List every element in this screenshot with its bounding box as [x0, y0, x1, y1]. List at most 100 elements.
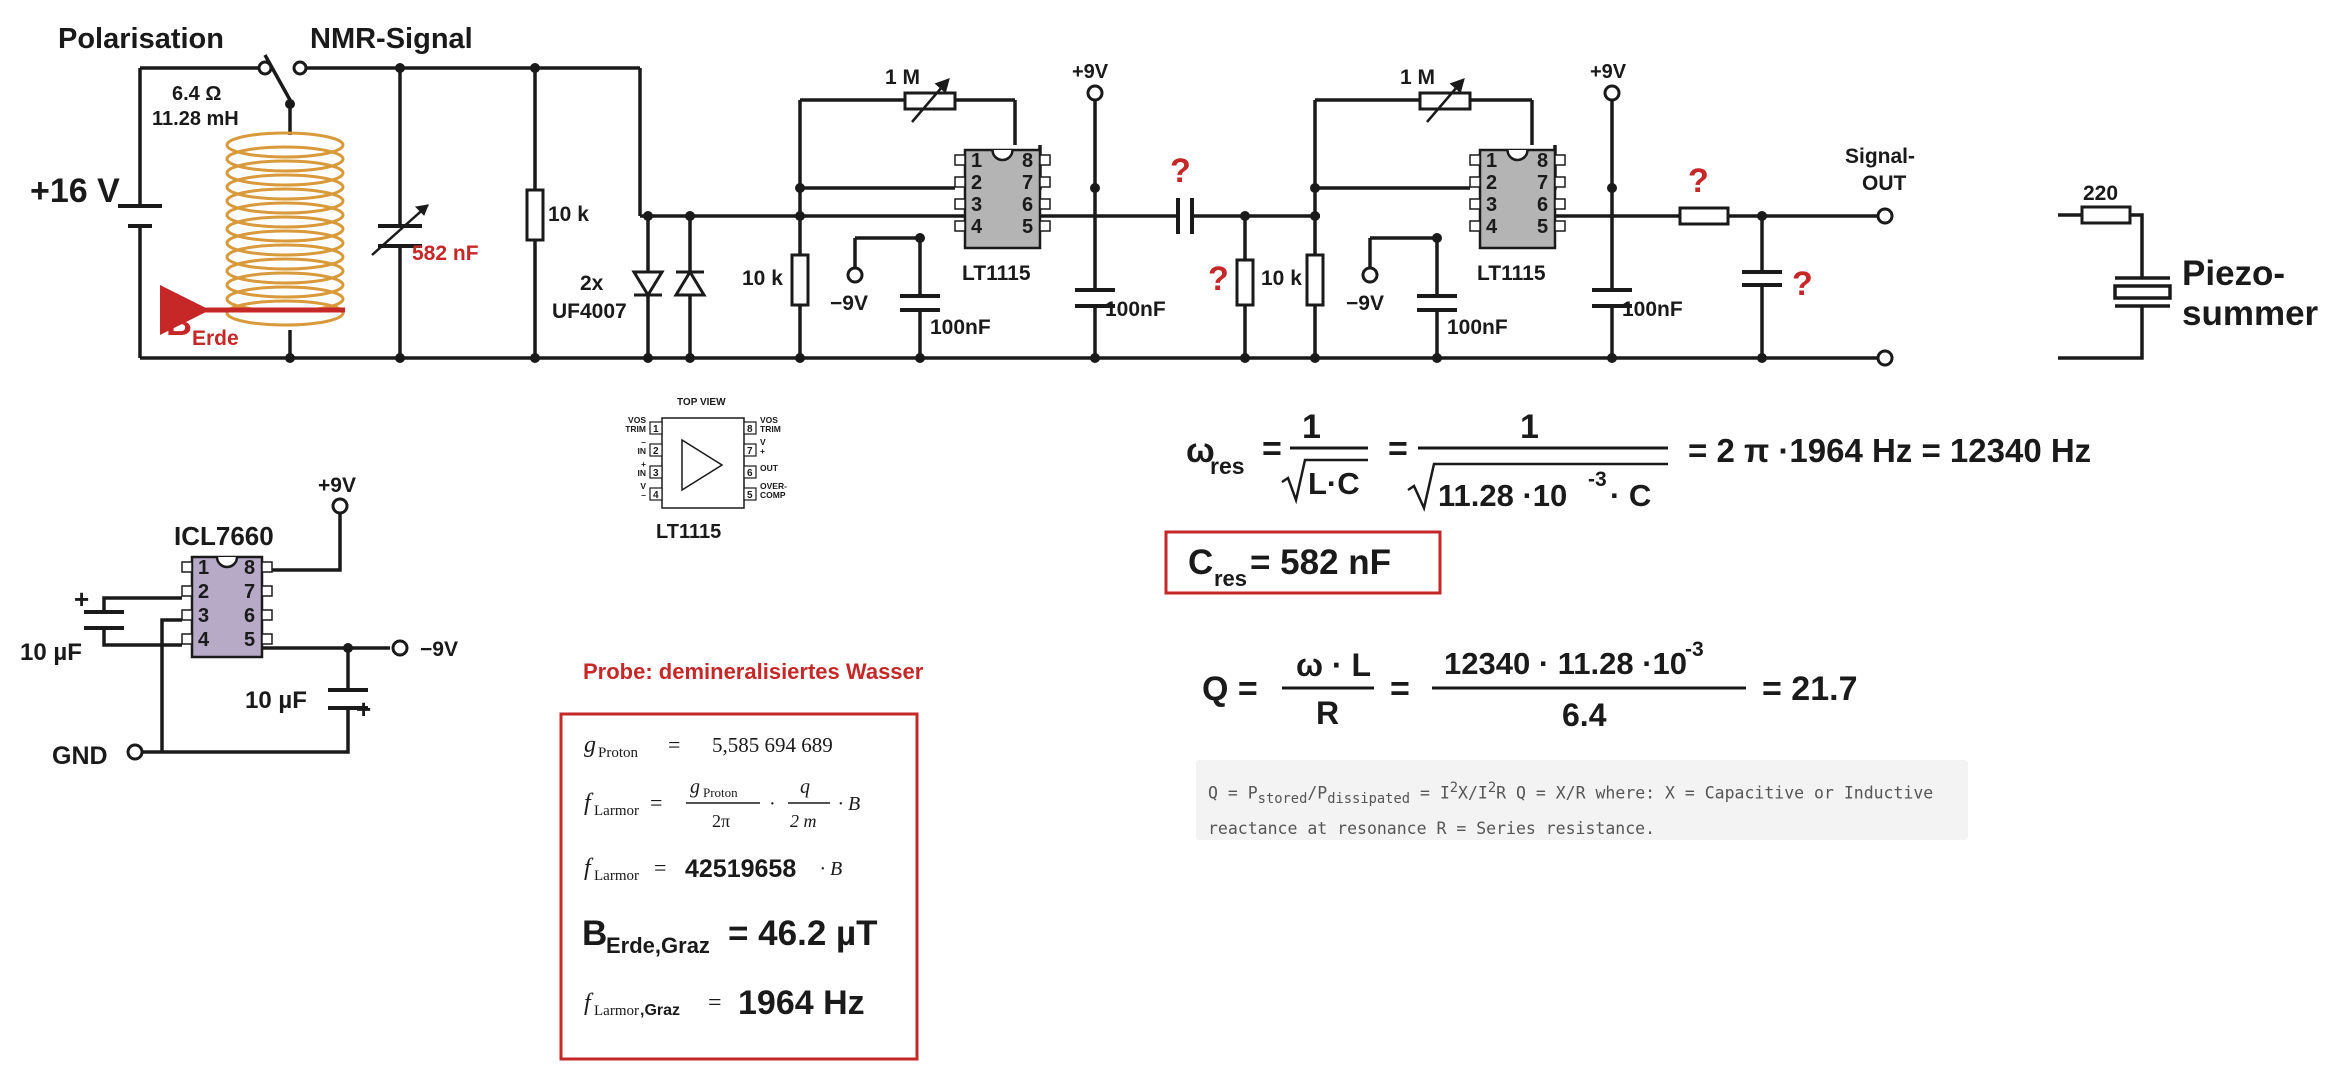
pinout-right-label: COMP [760, 490, 786, 500]
q-denominator-value: 6.4 [1562, 697, 1607, 733]
battery-symbol [118, 204, 162, 228]
ic-notch [991, 149, 1014, 162]
svg-text:=: = [654, 855, 666, 880]
ic-notch [215, 556, 239, 569]
icl7660-wires [102, 512, 390, 754]
ic-pin [261, 633, 273, 645]
ic-pin-number: 4 [198, 629, 210, 651]
ic-pin-number: 2 [1486, 172, 1497, 194]
ic-pin-number: 6 [244, 605, 255, 627]
nmr-coil [225, 131, 345, 327]
icl-cap2-label: 10 µF [245, 687, 307, 714]
f-larmor-constant: 42519658 [685, 855, 796, 883]
coil-inductance-label: 11.28 mH [152, 108, 239, 130]
ic-pin [1554, 176, 1566, 188]
ic-pin-number: 3 [971, 194, 982, 216]
ic-pin-number: 2 [971, 172, 982, 194]
tuning-cap-label: 582 nF [412, 242, 479, 265]
pinout-left-label: IN [638, 446, 647, 456]
diode-count-label: 2x [580, 272, 604, 295]
coil-loop [225, 229, 345, 257]
unknown-output-resistor: ? [1688, 162, 1709, 200]
gnd-terminal [126, 743, 144, 761]
q-denominator: R [1316, 695, 1339, 731]
cap-100nf-label-2: 100nF [1105, 298, 1166, 321]
lc-exponent: -3 [1588, 468, 1607, 491]
ic-pin [1039, 220, 1051, 232]
coil-loop [225, 271, 345, 299]
ic-pin [261, 585, 273, 597]
pinout-pin [743, 443, 757, 457]
ic-pin [1554, 220, 1566, 232]
variable-resistor-arrows [911, 78, 1465, 123]
gnd-label: GND [52, 742, 108, 770]
ic-pin [954, 176, 966, 188]
coil-loop [225, 215, 345, 243]
pinout-right-label: VOS [760, 415, 778, 425]
ic-pin-number: 5 [244, 629, 255, 651]
icl-cap1-plus: + [74, 584, 89, 614]
ic-pin-number: 3 [198, 605, 209, 627]
formula-one-2: 1 [1520, 408, 1539, 446]
pinout-pin-number: 6 [747, 468, 753, 479]
coil-loop [225, 131, 345, 159]
plus9v-label-2: +9V [1590, 61, 1627, 83]
ic-pin-number: 6 [1537, 194, 1548, 216]
ic-pin-number: 7 [1537, 172, 1548, 194]
icl-plus9v-terminal [331, 497, 349, 515]
pinout-left-label: IN [638, 468, 647, 478]
circuit-labels: Polarisation NMR-Signal +16 V 6.4 Ω 11.2… [20, 23, 2319, 770]
pinout-left-label: + [641, 459, 646, 469]
quality-factor-formula: Q = ω · L R = 12340 · 11.28 ·10 -3 6.4 =… [1202, 638, 1857, 733]
svg-text:f: f [584, 990, 594, 1016]
svg-text:Proton: Proton [703, 785, 738, 800]
icl7660-capacitors [84, 610, 368, 710]
pinout-right-label: V [760, 437, 766, 447]
ic-body [1478, 148, 1557, 250]
svg-text:Larmor: Larmor [594, 803, 639, 819]
icl-minus9v-label: −9V [420, 638, 458, 661]
ic-pin [181, 585, 193, 597]
ic-pin-number: 4 [1486, 216, 1498, 238]
b-field-subscript: Erde [192, 327, 239, 350]
svg-text:2π: 2π [712, 811, 730, 831]
pinout-pin-number: 5 [747, 490, 753, 501]
ic-pin-number: 4 [971, 216, 983, 238]
ic-pin [181, 609, 193, 621]
cres-subscript: res [1214, 566, 1247, 591]
icl-junction [343, 643, 353, 653]
pinout-title: LT1115 [656, 521, 721, 543]
pinout-left-label: V [640, 481, 646, 491]
q-numerator: ω · L [1296, 647, 1371, 683]
q-symbol: Q = [1202, 670, 1258, 708]
ic-pin-number: 1 [198, 557, 209, 579]
cres-symbol: C [1188, 543, 1213, 582]
coil-loop [225, 173, 345, 201]
piezo-label-1: Piezo- [2182, 254, 2285, 293]
ic-pin-number: 2 [198, 581, 209, 603]
pinout-right-label: TRIM [760, 424, 781, 434]
pinout-pin [743, 421, 757, 435]
pinout-left-label: – [641, 437, 646, 447]
icl-plus9v-label: +9V [318, 474, 356, 497]
pinout-pin [649, 465, 663, 479]
f-larmor-graz-value: 1964 Hz [738, 984, 865, 1022]
svg-text:=: = [1262, 430, 1282, 468]
svg-text:· B: · B [838, 793, 860, 815]
diode-type-label: UF4007 [552, 300, 627, 323]
feedback-resistor-label-1: 1 M [885, 66, 920, 89]
resistor-10k-label-1: 10 k [548, 203, 589, 226]
capacitors [900, 198, 1782, 312]
ic-pin-number: 1 [1486, 150, 1497, 172]
svg-text:Larmor: Larmor [594, 1003, 639, 1019]
coil-loop [225, 159, 345, 187]
ic-pin [954, 198, 966, 210]
icl-minus9v-terminal [391, 639, 409, 657]
cap-100nf-label-4: 100nF [1622, 298, 1683, 321]
pinout-pin [743, 465, 757, 479]
probe-title: Probe: demineralisiertes Wasser [583, 659, 924, 684]
g-proton-value: 5,585 694 689 [712, 733, 833, 757]
